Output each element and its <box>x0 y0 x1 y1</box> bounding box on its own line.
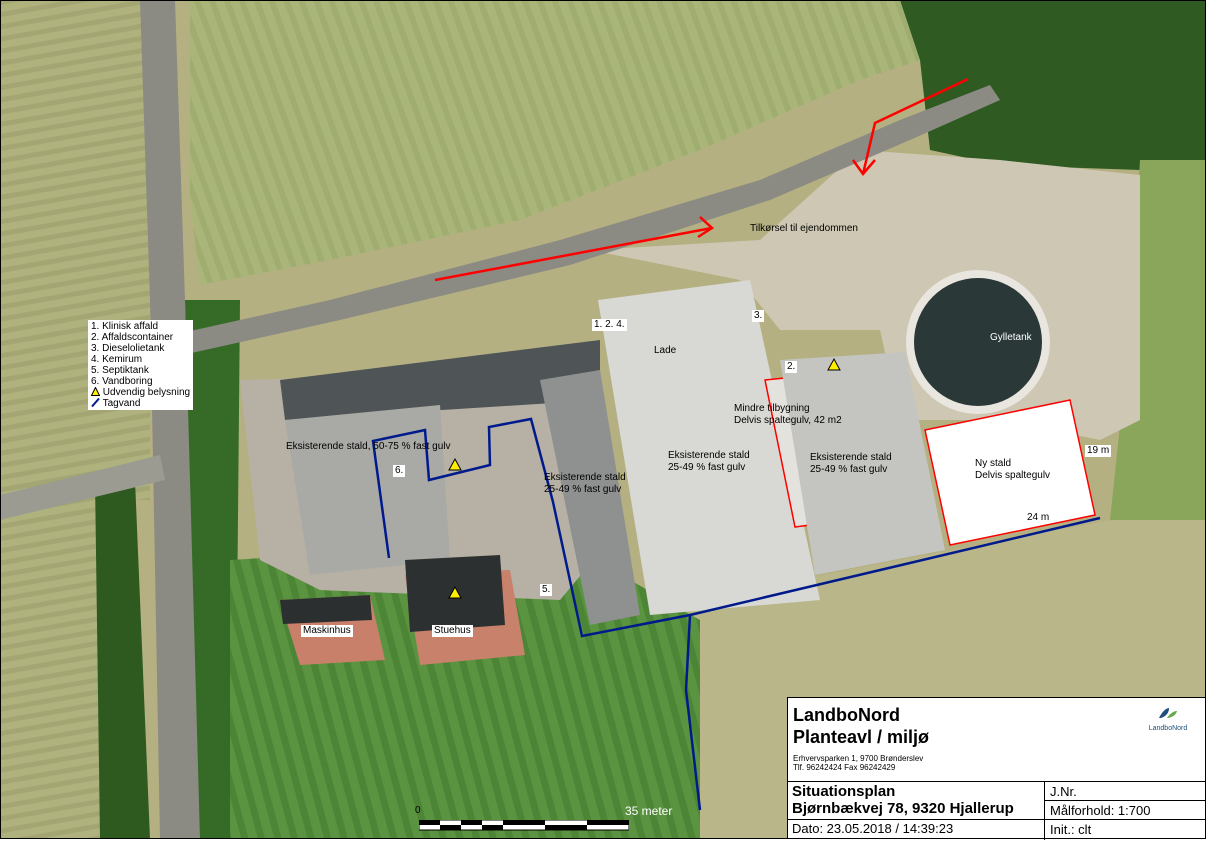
legend-item-4: 4. Kemirum <box>91 354 143 365</box>
label-new-barn: Ny stald Delvis spaltegulv <box>975 458 1050 481</box>
divider-vertical <box>1044 781 1045 840</box>
label-stald3-line2: 25-49 % fast gulv <box>668 461 746 473</box>
machine-house-roof <box>280 595 372 624</box>
label-dim-24: 24 m <box>1027 512 1050 523</box>
plan-scale: Målforhold: 1:700 <box>1050 803 1151 818</box>
lighting-markers <box>448 357 841 599</box>
label-stald4-line2: 25-49 % fast gulv <box>810 463 888 475</box>
label-num-2: 2. <box>785 361 798 373</box>
legend-item-6: 6. Vandboring <box>91 376 153 387</box>
divider-right-2 <box>1044 819 1206 820</box>
address-line2: Tlf. 96242424 Fax 96242429 <box>793 763 896 772</box>
divider-left <box>788 819 1044 820</box>
org-name: LandboNord Planteavl / miljø <box>793 704 929 748</box>
scale-bar: 0 35 meter <box>415 804 685 838</box>
legend-item-3: 3. Dieselolietank <box>91 343 165 354</box>
label-stald1: Eksisterende stald, 50-75 % fast gulv <box>286 441 451 452</box>
roofwater-lines <box>371 417 1101 811</box>
barn-stald2 <box>540 370 640 625</box>
logo: LandboNord <box>1138 706 1198 733</box>
barn-stald4 <box>780 352 945 575</box>
field-left <box>0 0 150 500</box>
barn-stald1 <box>285 405 450 575</box>
title-block: LandboNord Planteavl / miljø LandboNord … <box>787 697 1206 840</box>
landbonord-logo-icon <box>1159 708 1177 718</box>
field-bottomleft <box>0 500 110 839</box>
legend-item-5: 5. Septiktank <box>91 365 149 376</box>
road-curved <box>150 85 1000 360</box>
label-new-barn-line1: Ny stald <box>975 458 1012 469</box>
roofwater-line-icon <box>91 397 100 408</box>
plan-date: Dato: 23.05.2018 / 14:39:23 <box>792 821 954 836</box>
org-address: Erhvervsparken 1, 9700 Brønderslev Tlf. … <box>793 754 923 772</box>
plan-address: Bjørnbækvej 78, 9320 Hjallerup <box>792 800 1014 817</box>
label-machine-house: Maskinhus <box>301 625 353 637</box>
label-stald2-line2: 25-49 % fast gulv <box>544 483 622 495</box>
legend-lighting-label: Udvendig belysning <box>102 387 191 398</box>
label-extension-line2: Delvis spaltegulv, 42 m2 <box>734 414 842 426</box>
org-line1: LandboNord <box>793 705 900 725</box>
legend-item-1: 1. Klinisk affald <box>91 321 159 332</box>
field-top <box>190 0 1000 285</box>
access-arrows <box>434 77 969 282</box>
divider-right-1 <box>1044 800 1206 801</box>
scale-end: 35 meter <box>625 804 673 818</box>
logo-text: LandboNord <box>1148 725 1188 732</box>
barn-lade <box>598 280 820 615</box>
label-num-3: 3. <box>752 310 765 322</box>
label-num-6: 6. <box>393 465 406 477</box>
address-line1: Erhvervsparken 1, 9700 Brønderslev <box>793 754 924 763</box>
lighting-triangle-icon <box>90 386 101 396</box>
legend-roofwater: Tagvand <box>91 397 190 409</box>
label-dim-19: 19 m <box>1085 445 1112 457</box>
label-extension: Mindre tilbygning Delvis spaltegulv, 42 … <box>734 403 842 426</box>
label-stald4-line1: Eksisterende stald <box>810 452 892 463</box>
trees-left <box>95 480 150 839</box>
label-extension-line1: Mindre tilbygning <box>734 403 810 414</box>
plan-title: Situationsplan <box>792 783 896 800</box>
label-num-5: 5. <box>540 584 553 596</box>
legend-roofwater-label: Tagvand <box>102 398 141 409</box>
slurry-tank <box>914 278 1042 406</box>
new-barn <box>924 399 1096 546</box>
label-lade: Lade <box>654 345 677 356</box>
legend-lighting: Udvendig belysning <box>90 386 191 398</box>
journal-number: J.Nr. <box>1050 784 1077 799</box>
map-legend: 1. Klinisk affald 2. Affaldscontainer 3.… <box>88 320 194 410</box>
road-left <box>0 455 165 520</box>
scale-start: 0 <box>415 805 421 816</box>
label-stald4: Eksisterende stald 25-49 % fast gulv <box>810 452 892 475</box>
label-stald2-line1: Eksisterende stald <box>544 472 626 483</box>
org-line2: Planteavl / miljø <box>793 727 930 747</box>
trees-center <box>185 300 240 839</box>
label-access: Tilkørsel til ejendommen <box>750 223 858 234</box>
divider-top <box>788 781 1206 782</box>
trees-topright <box>900 0 1206 190</box>
label-farmhouse: Stuehus <box>432 625 473 637</box>
scale-bar-graphic <box>419 820 629 831</box>
label-new-barn-line2: Delvis spaltegulv <box>975 469 1051 481</box>
label-stald3-line1: Eksisterende stald <box>668 450 750 461</box>
road-vertical <box>140 0 200 839</box>
legend-item-2: 2. Affaldscontainer <box>91 332 174 343</box>
barn-dark <box>280 340 600 420</box>
label-stald2: Eksisterende stald 25-49 % fast gulv <box>544 472 626 495</box>
label-nums-124: 1. 2. 4. <box>592 319 627 331</box>
initials: Init.: clt <box>1050 822 1092 837</box>
label-gylletank: Gylletank <box>990 332 1032 343</box>
label-stald3: Eksisterende stald 25-49 % fast gulv <box>668 450 750 473</box>
